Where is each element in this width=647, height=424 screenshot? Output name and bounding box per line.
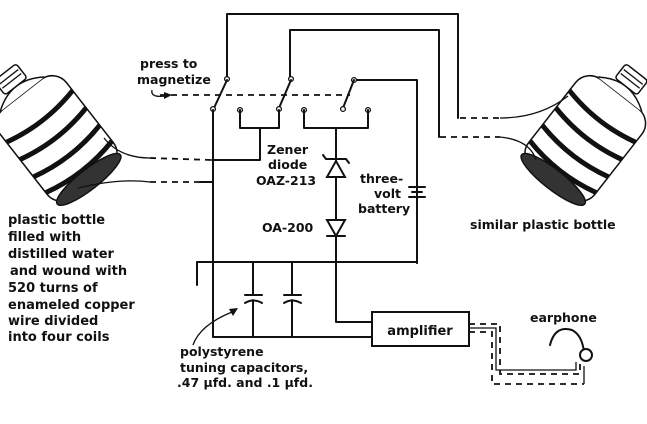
caption-line: wire divided [8, 314, 98, 329]
zener-label-2: diode [268, 157, 307, 172]
battery-symbol [408, 127, 426, 264]
caption-line: tuning capacitors, [180, 360, 308, 375]
caption-line: polystyrene [180, 344, 264, 359]
earphone-cable [469, 323, 585, 385]
diode-symbol [325, 219, 373, 323]
caption-line: distilled water [8, 247, 115, 262]
right-bottle-coil-icon [520, 64, 647, 207]
caption-line: into four coils [8, 330, 110, 345]
caption-line: filled with [8, 230, 81, 245]
caption-line: .47 µfd. and .1 µfd. [177, 375, 313, 390]
earphone-label: earphone [530, 310, 597, 325]
battery-label-3: battery [358, 201, 410, 216]
caption-line: plastic bottle [8, 213, 105, 228]
similar-bottle-label: similar plastic bottle [470, 217, 616, 232]
capacitor-1-symbol [244, 261, 263, 338]
caption-line: 520 turns of [8, 281, 98, 296]
left-bottle-coil-icon [0, 64, 122, 207]
amplifier-box [371, 311, 470, 347]
zener-label-1: Zener [267, 142, 309, 157]
zener-diode-symbol [322, 127, 350, 221]
capacitor-caption: polystyrene tuning capacitors, .47 µfd. … [177, 344, 313, 390]
magnetize-label: magnetize [137, 72, 211, 87]
diode-part-label: OA-200 [262, 220, 314, 235]
capacitor-2-symbol [283, 261, 302, 338]
earphone-icon [549, 328, 593, 362]
press-to-label: press to [140, 56, 198, 71]
amplifier-label: amplifier [387, 324, 453, 339]
caption-line: enameled copper [8, 298, 135, 313]
zener-part-label: OAZ-213 [256, 173, 316, 188]
battery-label-2: volt [374, 186, 401, 201]
battery-label-1: three- [360, 171, 403, 186]
caption-line: and wound with [10, 264, 127, 279]
left-bottle-caption: plastic bottle filled with distilled wat… [8, 213, 135, 345]
